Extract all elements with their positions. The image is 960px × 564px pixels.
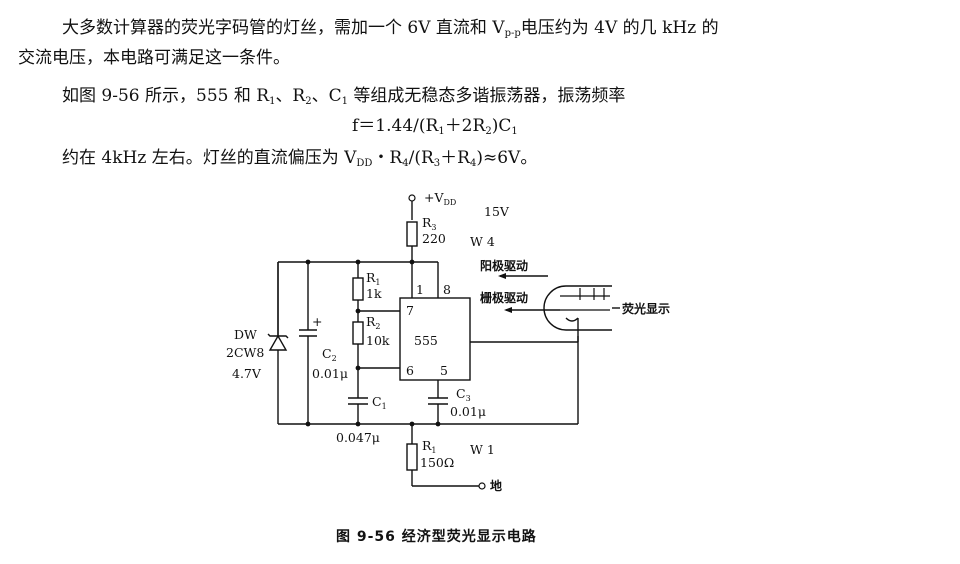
svg-text:C3: C3 [456, 386, 471, 403]
ground-terminal: 地 [478, 478, 502, 493]
resistor-r3: R3 220 [406, 215, 446, 247]
svg-text:+VDD: +VDD [424, 190, 456, 207]
paragraph-line-2: 交流电压，本电路可满足这一条件。 [18, 48, 290, 68]
svg-text:R2: R2 [366, 314, 381, 331]
svg-text:220: 220 [422, 231, 446, 246]
w4-label: W 4 [470, 234, 495, 249]
svg-text:6: 6 [406, 363, 414, 378]
svg-text:150Ω: 150Ω [420, 455, 454, 470]
svg-text:5: 5 [440, 363, 448, 378]
svg-text:C2: C2 [322, 346, 337, 363]
svg-text:R3: R3 [422, 215, 437, 232]
junctions [305, 259, 441, 427]
capacitor-c1: C1 0.047μ [336, 394, 387, 445]
svg-text:阳极驱动: 阳极驱动 [480, 258, 528, 273]
svg-text:DW: DW [234, 327, 257, 342]
resistor-r4: R1 150Ω [406, 438, 454, 471]
svg-text:4.7V: 4.7V [232, 366, 262, 381]
svg-text:C1: C1 [372, 394, 387, 411]
svg-text:10k: 10k [366, 333, 390, 348]
svg-text:栅极驱动: 栅极驱动 [480, 290, 528, 305]
wires [277, 200, 579, 487]
resistor-r2: R2 10k [352, 314, 390, 348]
svg-text:8: 8 [443, 282, 451, 297]
svg-text:2CW8: 2CW8 [226, 345, 264, 360]
frequency-formula: f＝1.44/(R1＋2R2)C1 [352, 116, 518, 137]
svg-text:荧光显示: 荧光显示 [622, 301, 670, 316]
svg-text:R1: R1 [422, 438, 437, 455]
svg-text:R1: R1 [366, 270, 381, 287]
paragraph-line-3: 如图 9-56 所示，555 和 R1、R2、C1 等组成无稳态多谐振荡器，振荡… [62, 86, 626, 107]
svg-text:555: 555 [414, 333, 438, 348]
svg-text:0.01μ: 0.01μ [450, 404, 486, 419]
vfd-tube: 阳极驱动 栅极驱动 荧光显示 [480, 258, 670, 331]
svg-text:+: + [312, 314, 322, 329]
paragraph-line-4: 约在 4kHz 左右。灯丝的直流偏压为 VDD・R4/(R3＋R4)≈6V。 [62, 148, 538, 169]
svg-text:0.047μ: 0.047μ [336, 430, 380, 445]
svg-text:地: 地 [490, 478, 502, 493]
svg-text:7: 7 [406, 303, 414, 318]
capacitor-c3: C3 0.01μ [428, 386, 486, 419]
svg-text:15V: 15V [484, 204, 510, 219]
figure-caption: 图 9-56 经济型荧光显示电路 [336, 529, 537, 545]
svg-text:0.01μ: 0.01μ [312, 366, 348, 381]
resistor-r1: R1 1k [352, 270, 382, 301]
zener-diode-dw: DW 2CW8 4.7V [226, 262, 289, 381]
svg-text:1: 1 [416, 282, 424, 297]
ic-555: 1 8 7 555 6 5 [399, 282, 471, 381]
vdd-terminal: +VDD 15V [408, 190, 510, 219]
capacitor-c2: + C2 0.01μ [299, 314, 348, 381]
w1-label: W 1 [470, 442, 495, 457]
paragraph-line-1: 大多数计算器的荧光字码管的灯丝，需加一个 6V 直流和 Vp-p电压约为 4V … [62, 18, 719, 39]
svg-text:1k: 1k [366, 286, 382, 301]
